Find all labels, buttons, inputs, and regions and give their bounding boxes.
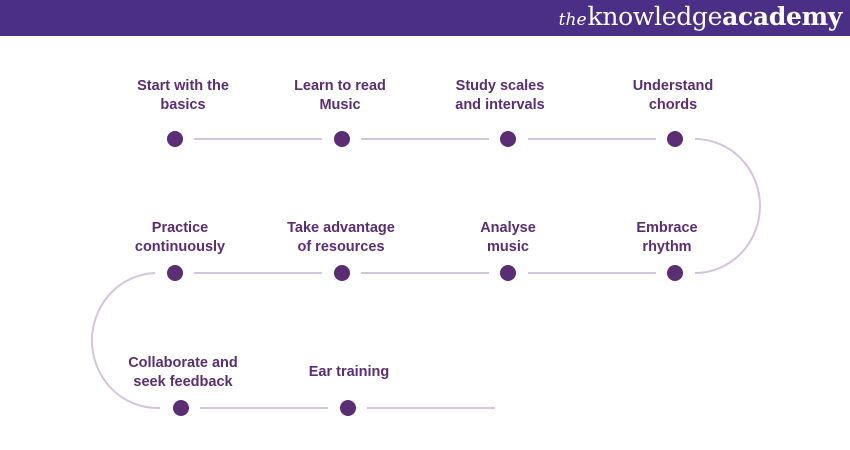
step-label-line: of resources bbox=[297, 239, 385, 255]
brand-the: the bbox=[558, 10, 587, 30]
step-label-line: chords bbox=[648, 97, 698, 113]
step-label-line: Practice bbox=[151, 220, 209, 236]
step-label: Collaborate and seek feedback bbox=[108, 354, 258, 392]
step-label: Embrace rhythm bbox=[592, 219, 742, 257]
step-dot bbox=[167, 265, 183, 281]
step-label-line: Take advantage bbox=[287, 220, 395, 236]
step-label: Ear training bbox=[274, 363, 424, 382]
step-label-line: Ear training bbox=[308, 364, 390, 380]
step-label-line: Understand bbox=[632, 78, 714, 94]
step-label: Study scales and intervals bbox=[425, 77, 575, 115]
step-label-line: music bbox=[487, 239, 529, 255]
step-label-line: Collaborate and bbox=[128, 355, 238, 371]
step-label-line: rhythm bbox=[642, 239, 692, 255]
brand-academy: academy bbox=[722, 2, 842, 31]
step-label: Start with the basics bbox=[108, 77, 258, 115]
step-dot bbox=[667, 265, 683, 281]
step-label: Learn to read Music bbox=[265, 77, 415, 115]
step-label-line: and intervals bbox=[455, 97, 545, 113]
connector-curve-right bbox=[694, 138, 761, 274]
step-label-line: Embrace bbox=[636, 220, 698, 236]
step-dot bbox=[334, 131, 350, 147]
step-label-line: Music bbox=[319, 97, 361, 113]
step-label-line: continuously bbox=[134, 239, 226, 255]
step-label-line: Study scales bbox=[455, 78, 545, 94]
brand-knowledge: knowledge bbox=[587, 2, 723, 31]
connector-curve-left bbox=[90, 272, 161, 410]
step-label: Practice continuously bbox=[105, 219, 255, 257]
step-dot bbox=[173, 400, 189, 416]
step-label-line: Analyse bbox=[480, 220, 536, 236]
step-label-line: basics bbox=[160, 97, 206, 113]
step-dot bbox=[500, 265, 516, 281]
step-label-line: seek feedback bbox=[133, 374, 233, 390]
step-label: Take advantage of resources bbox=[266, 219, 416, 257]
step-dot bbox=[500, 131, 516, 147]
step-label-line: Start with the bbox=[137, 78, 229, 94]
step-label: Understand chords bbox=[598, 77, 748, 115]
step-dot bbox=[167, 131, 183, 147]
step-dot bbox=[667, 131, 683, 147]
step-label-line: Learn to read bbox=[294, 78, 386, 94]
step-dot bbox=[334, 265, 350, 281]
step-dot bbox=[340, 400, 356, 416]
step-label: Analyse music bbox=[433, 219, 583, 257]
